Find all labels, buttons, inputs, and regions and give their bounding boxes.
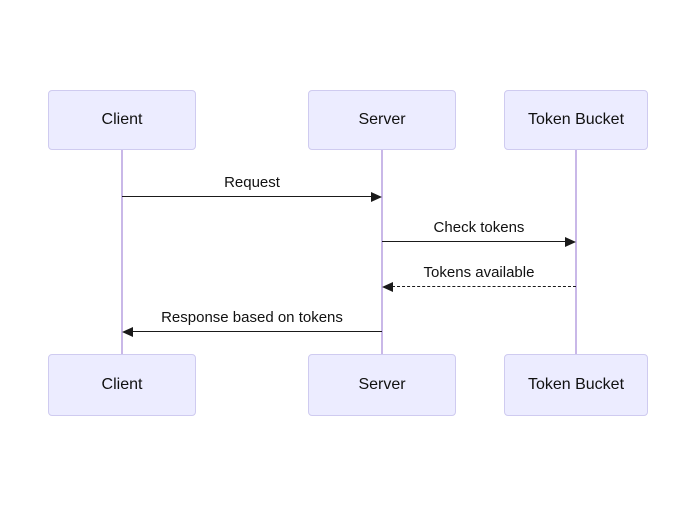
lifeline-server: [381, 150, 383, 354]
actor-box-server-bottom: Server: [308, 354, 456, 416]
actor-label-token-bucket: Token Bucket: [527, 376, 625, 393]
message-label-response: Response based on tokens: [161, 309, 343, 326]
message-label-tokens-available: Tokens available: [423, 264, 535, 281]
actor-label-client: Client: [101, 376, 143, 393]
actor-box-client-bottom: Client: [48, 354, 196, 416]
actor-label-token-bucket: Token Bucket: [527, 111, 625, 128]
actor-box-token-bucket-top: Token Bucket: [504, 90, 648, 150]
actor-box-server-top: Server: [308, 90, 456, 150]
message-line-tokens-available: [392, 286, 576, 287]
actor-box-client-top: Client: [48, 90, 196, 150]
arrowhead-right-icon: [565, 237, 576, 247]
message-line-check-tokens: [382, 241, 566, 242]
arrowhead-left-icon: [122, 327, 133, 337]
arrowhead-right-icon: [371, 192, 382, 202]
message-label-request: Request: [224, 174, 280, 191]
actor-label-client: Client: [101, 111, 143, 128]
arrowhead-left-icon: [382, 282, 393, 292]
lifeline-client: [121, 150, 123, 354]
message-line-response: [132, 331, 382, 332]
message-label-check-tokens: Check tokens: [433, 219, 525, 236]
actor-label-server: Server: [358, 376, 406, 393]
actor-box-token-bucket-bottom: Token Bucket: [504, 354, 648, 416]
lifeline-token-bucket: [575, 150, 577, 354]
actor-label-server: Server: [358, 111, 406, 128]
message-line-request: [122, 196, 371, 197]
